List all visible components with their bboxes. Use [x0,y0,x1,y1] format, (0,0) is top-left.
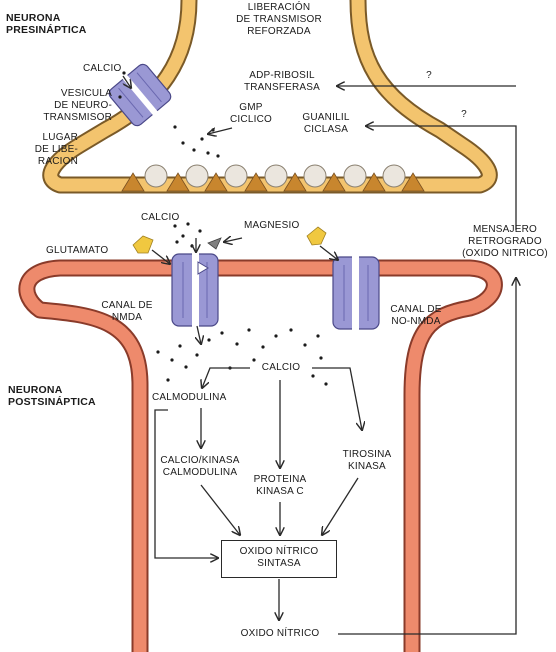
calcium-channel-label: CALCIO [141,212,180,223]
nos-box [221,540,337,578]
presynaptic-neuron-label: NEURONA PRESINÁPTICA [6,12,87,36]
protein-kinase-c-label: PROTEINA KINASA C [253,474,307,497]
nos-label: OXIDO NÍTRICO SINTASA [239,546,319,569]
magnesium-label: MAGNESIO [244,220,300,231]
calcium-top-label: CALCIO [83,63,122,74]
guanylyl-cyclase-label: GUANILIL CICLASA [302,112,350,135]
cyclic-gmp-label: GMP CICLICO [230,102,272,125]
vesicles [144,164,406,188]
glutamate-icon-left [132,235,154,254]
pathway-arrows [122,75,516,635]
tyrosine-kinase-label: TIROSINA KINASA [342,449,392,472]
calmodulin-label: CALMODULINA [152,392,227,403]
transmitter-release-label: LIBERACIÓN DE TRANSMISOR REFORZADA [236,2,322,37]
question-mark-1: ? [426,70,432,81]
release-sites [121,172,425,192]
calcium-inside-label: CALCIO [261,362,301,373]
question-mark-2: ? [461,109,467,120]
glutamate-label: GLUTAMATO [46,245,109,256]
glutamate-icon-right [306,226,327,246]
retrograde-messenger-label: MENSAJERO RETROGRADO (OXIDO NITRICO) [462,224,548,259]
adp-transferase-label: ADP-RIBOSIL TRANSFERASA [243,70,321,93]
non-nmda-channel-label: CANAL DE NO-NMDA [390,304,442,327]
nmda-channel [171,252,219,328]
release-site-label: LUGAR DE LIBE- RACION [34,132,78,167]
calcium-ions-top [118,71,220,158]
mg-block [197,261,209,275]
vesicle-label: VESICULA DE NEURO- TRANSMISOR [43,88,112,123]
nmda-channel-label: CANAL DE NMDA [101,300,153,323]
nitric-oxide-label: OXIDO NÍTRICO [240,628,320,639]
non-nmda-channel [332,255,380,331]
calcium-ions-cleft [173,222,202,248]
calcium-ions-inside [156,328,328,386]
postsynaptic-neuron-label: NEURONA POSTSINÁPTICA [8,384,96,408]
magnesium-ion [207,237,222,250]
cam-kinase-label: CALCIO/KINASA CALMODULINA [160,455,240,478]
